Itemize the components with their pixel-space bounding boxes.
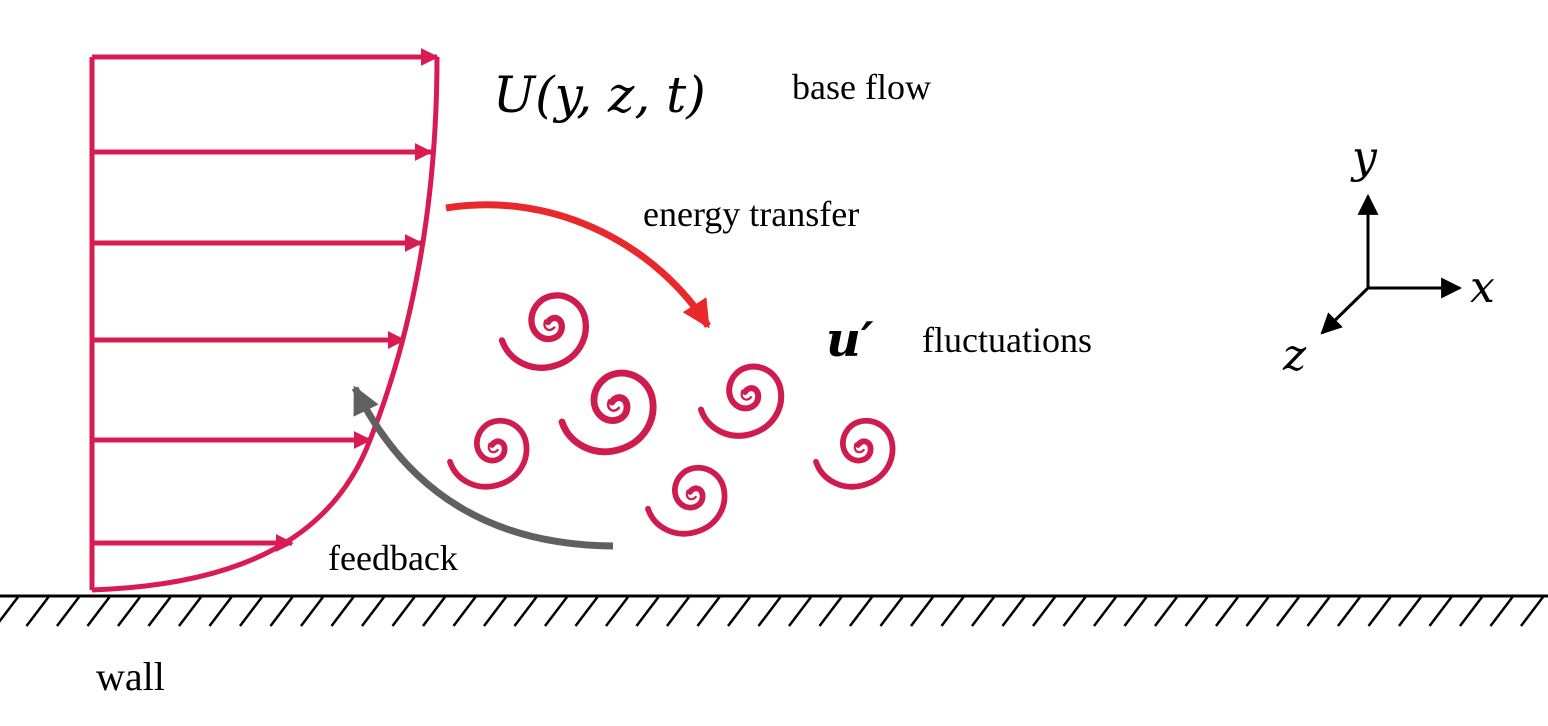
wall-hatch-line [147,596,172,627]
wall-hatch-line [1398,596,1422,627]
wall-hatch-line [86,596,111,627]
wall-hatch-line [727,596,751,627]
wall-hatch-line [422,596,446,627]
wall-hatch-line [574,596,599,627]
wall-hatch-line [391,596,416,627]
wall-hatch-line [849,596,873,627]
fluctuations-math: u′ [826,312,874,368]
spiral-eddy-icon [701,367,781,436]
wall-hatch-line [1154,596,1178,627]
wall-hatch-line [1032,596,1056,627]
spiral-eddy-icon [816,421,893,487]
wall-hatch-line [330,596,355,627]
wall-hatch-line [1459,596,1483,627]
wall-hatch-line [452,596,477,627]
wall-hatch-line [513,596,538,627]
wall-hatch-line [117,596,141,627]
wall-hatch-line [940,596,965,627]
wall-label: wall [96,654,165,699]
wall-hatch-line [1428,596,1453,627]
wall-hatch-line [56,596,80,627]
z-axis-arrow [1320,286,1370,335]
wall-hatch-line [818,596,843,627]
wall-hatch-line [1489,596,1514,627]
wall-hatch-line [1062,596,1087,627]
wall-hatch-line [239,596,263,627]
hatched-wall [0,594,1548,627]
feedback-arrow [351,385,614,550]
spiral-eddy-icon [450,421,527,487]
wall-hatch-line [1123,596,1148,627]
x-axis-label: x [1470,262,1495,313]
wall-hatch-line [1001,596,1026,627]
feedback-label: feedback [328,538,458,578]
wall-hatch-line [1520,596,1544,627]
wall-hatch-line [666,596,690,627]
wall-hatch-line [910,596,934,627]
spiral-eddy-icon [648,468,725,534]
wall-hatch-line [544,596,568,627]
wall-hatch-line [25,596,50,627]
y-axis-label: y [1350,132,1378,183]
wall-hatch-line [300,596,324,627]
base-flow-math: U(y, z, t) [493,66,706,124]
coordinate-axes: y x z [1282,132,1495,381]
wall-hatch-line [1245,596,1270,627]
wall-hatch-line [605,596,629,627]
wall-hatch-line [757,596,782,627]
wall-hatch-line [971,596,995,627]
wall-hatch-line [208,596,233,627]
fluctuations-label: fluctuations [922,320,1092,360]
velocity-profile [89,48,440,593]
wall-hatch-line [635,596,660,627]
spiral-eddy-icon [562,373,653,452]
profile-curve [91,56,440,593]
wall-hatch-line [1215,596,1239,627]
wall-hatch-line [1276,596,1300,627]
wall-hatch-line [1306,596,1331,627]
energy-transfer-label: energy transfer [643,194,859,234]
wall-hatch-line [879,596,904,627]
wall-hatch-line [1093,596,1117,627]
wall-hatch-line [361,596,385,627]
base-flow-label: base flow [792,67,931,107]
wall-hatch-line [178,596,202,627]
spiral-eddy-icon [502,295,586,367]
wall-hatch-line [1184,596,1209,627]
wall-hatch-line [1337,596,1361,627]
wall-hatch-line [788,596,812,627]
wall-hatch-line [696,596,721,627]
wall-hatch-line [269,596,294,627]
z-axis-label: z [1282,330,1307,381]
wall-hatch-line [0,596,19,623]
wall-hatch-line [1367,596,1392,627]
energy-transfer-arrow [445,201,711,329]
wall-hatch-line [483,596,507,627]
